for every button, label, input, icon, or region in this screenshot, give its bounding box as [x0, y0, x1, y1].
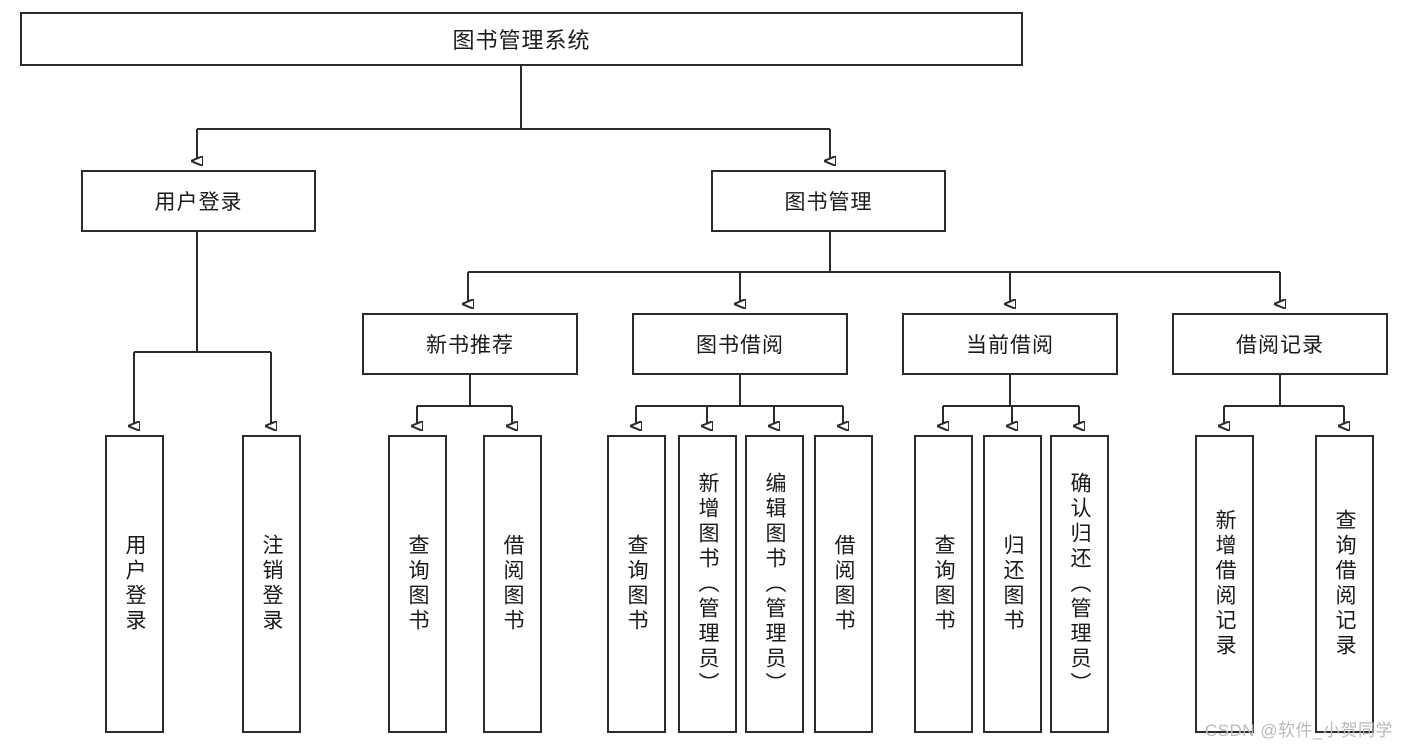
node-label: 新增图书（管理员） [696, 471, 719, 697]
watermark-text: CSDN @软件_小贺同学 [1204, 721, 1393, 740]
node-label: 图书管理系统 [452, 28, 591, 53]
node-label: 图书管理 [784, 191, 873, 214]
node-label: 注销登录 [260, 534, 283, 634]
node-label: 新增借阅记录 [1213, 509, 1236, 659]
node-label: 新书推荐 [426, 334, 514, 357]
leaf-book-borrow-edit-book-admin[interactable]: 编辑图书（管理员） [745, 435, 804, 733]
leaf-current-borrow-confirm-return-admin[interactable]: 确认归还（管理员） [1050, 435, 1109, 733]
leaf-current-borrow-return-book[interactable]: 归还图书 [983, 435, 1042, 733]
leaf-current-borrow-query-book[interactable]: 查询图书 [914, 435, 973, 733]
node-borrow-record[interactable]: 借阅记录 [1172, 313, 1388, 375]
node-label: 查询图书 [625, 534, 648, 634]
node-label: 查询图书 [406, 534, 429, 634]
node-book-management[interactable]: 图书管理 [711, 170, 946, 232]
node-label: 当前借阅 [966, 334, 1054, 357]
node-label: 查询图书 [932, 534, 955, 634]
leaf-new-book-query-book[interactable]: 查询图书 [388, 435, 447, 733]
node-label: 查询借阅记录 [1333, 509, 1356, 659]
node-label: 确认归还（管理员） [1068, 471, 1091, 697]
node-root-book-management-system[interactable]: 图书管理系统 [20, 12, 1023, 66]
node-label: 用户登录 [123, 534, 146, 634]
node-label: 借阅记录 [1236, 334, 1324, 357]
leaf-book-borrow-add-book-admin[interactable]: 新增图书（管理员） [678, 435, 737, 733]
leaf-new-book-borrow-book[interactable]: 借阅图书 [483, 435, 542, 733]
leaf-user-login-logout[interactable]: 注销登录 [242, 435, 301, 733]
node-label: 归还图书 [1001, 534, 1024, 634]
node-user-login[interactable]: 用户登录 [81, 170, 316, 232]
node-book-borrow[interactable]: 图书借阅 [632, 313, 848, 375]
node-label: 编辑图书（管理员） [763, 471, 786, 697]
node-label: 借阅图书 [501, 534, 524, 634]
node-current-borrow[interactable]: 当前借阅 [902, 313, 1118, 375]
leaf-book-borrow-query-book[interactable]: 查询图书 [607, 435, 666, 733]
node-label: 借阅图书 [832, 534, 855, 634]
node-new-book-recommend[interactable]: 新书推荐 [362, 313, 578, 375]
leaf-borrow-record-query-record[interactable]: 查询借阅记录 [1315, 435, 1374, 733]
leaf-book-borrow-borrow-book[interactable]: 借阅图书 [814, 435, 873, 733]
node-label: 用户登录 [154, 191, 243, 214]
leaf-user-login-login[interactable]: 用户登录 [105, 435, 164, 733]
node-label: 图书借阅 [696, 334, 784, 357]
leaf-borrow-record-add-record[interactable]: 新增借阅记录 [1195, 435, 1254, 733]
